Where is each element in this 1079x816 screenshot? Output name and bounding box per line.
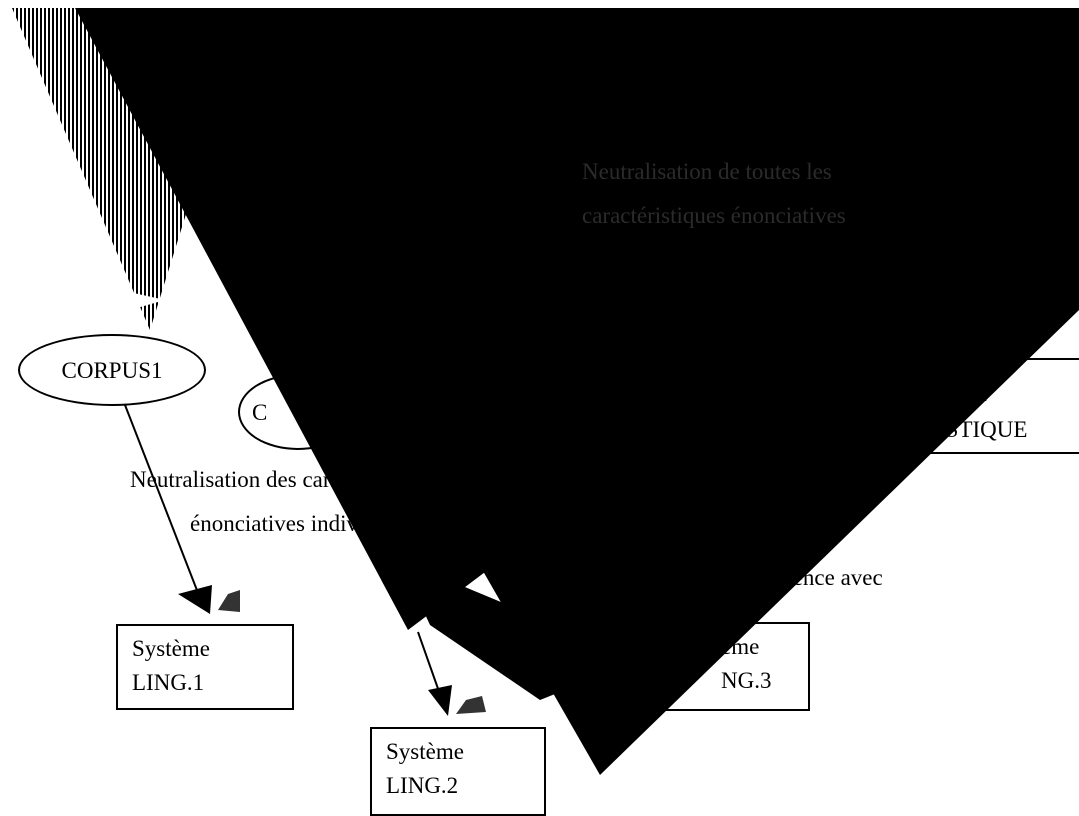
corpus1-label: CORPUS1 (61, 357, 163, 383)
systeme-ling2-line1: Système (386, 739, 464, 764)
arrowhead-syst2-shadow (456, 696, 486, 714)
systeme-ling3-line2: NG.3 (721, 668, 772, 693)
systeme-ling2-box: Système LING.2 (370, 727, 546, 816)
systeme-ling2-line2: LING.2 (386, 773, 459, 798)
black-lower-wedge (400, 560, 640, 700)
neutral-indiv-line2: énonciatives individuelles (190, 511, 430, 536)
corpus1-ellipse: CORPUS1 (18, 334, 206, 406)
systeme-ling1-line2: LING.1 (132, 670, 205, 695)
neutral-all-line2: caractéristiques énonciatives (582, 203, 846, 228)
neutral-indiv-line1: Neutralisation des caractéristiques (130, 467, 446, 492)
systeme-ling1-line1: Système (132, 636, 210, 661)
arrowhead-syst2 (428, 685, 452, 716)
systeme-ling1-box: Système LING.1 (116, 624, 294, 710)
large-black-triangle-2 (160, 8, 1079, 775)
reference-label: En référence avec (718, 565, 883, 590)
striped-fan-edge (20, 15, 150, 330)
arrowhead-syst1-shadow (218, 590, 240, 612)
arrow-corpus1-to-syst1 (124, 404, 201, 599)
corpus2-label: C (252, 399, 268, 425)
white-notch (120, 290, 165, 310)
neutral-all-line1: Neutralisation de toutes les (582, 159, 832, 184)
arrowhead-syst1 (178, 585, 212, 614)
